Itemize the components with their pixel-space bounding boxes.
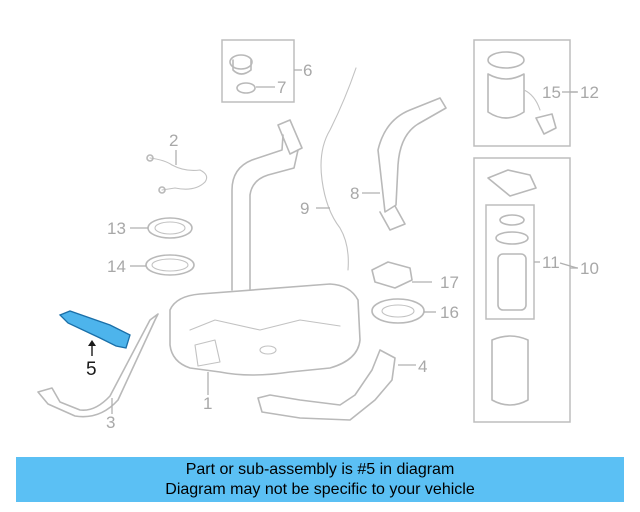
info-banner: Part or sub-assembly is #5 in diagram Di…	[16, 457, 624, 502]
callout-16: 16	[440, 303, 459, 322]
banner-line-2: Diagram may not be specific to your vehi…	[165, 480, 475, 498]
seal	[371, 298, 425, 324]
filler-head	[277, 119, 303, 155]
heat-shield	[257, 349, 396, 421]
tank-strap	[37, 313, 159, 418]
fuel-cap-group	[221, 39, 302, 103]
pump-sender	[535, 113, 557, 135]
callout-3: 3	[106, 413, 115, 432]
filler-neck	[231, 119, 303, 291]
part-1-fuel-tank	[169, 283, 361, 395]
callout-10: 10	[580, 259, 599, 278]
part-3-strap	[37, 313, 159, 418]
vent-line	[320, 67, 357, 271]
part-8-filler-pipe	[362, 97, 447, 231]
callout-5: 5	[86, 359, 97, 380]
part-4-heat-shield	[257, 349, 416, 421]
filter-group	[473, 157, 578, 423]
part-16-seal	[371, 298, 436, 324]
parts-diagram: 1 2 3 4 5 6 7 8 9 10 11 12 13 14 15 16 1…	[37, 39, 599, 432]
part-14-gasket	[130, 254, 195, 276]
filter-housing	[491, 335, 529, 406]
highlighted-bracket	[58, 310, 131, 349]
pump-module-box	[473, 39, 571, 147]
callout-12: 12	[580, 83, 599, 102]
filter-element	[497, 253, 527, 311]
sensor-wire	[149, 157, 208, 191]
fuel-cap-body	[232, 59, 252, 75]
callout-8: 8	[350, 184, 359, 203]
gasket	[145, 254, 195, 276]
callout-2: 2	[169, 131, 178, 150]
callout-1: 1	[203, 394, 212, 413]
callout-13: 13	[107, 219, 126, 238]
fuel-cap-box	[221, 39, 295, 103]
callout-7: 7	[277, 78, 286, 97]
filler-tube	[231, 134, 299, 291]
part-9-vent-line	[316, 67, 357, 271]
banner-line-1: Part or sub-assembly is #5 in diagram	[185, 460, 455, 478]
callout-9: 9	[300, 199, 309, 218]
fuel-cap	[229, 54, 253, 70]
callout-15: 15	[542, 83, 561, 102]
filter-outer-box	[473, 157, 571, 423]
filter-top	[487, 169, 537, 197]
pump-module-group	[473, 39, 578, 147]
part-13-lock-ring	[130, 217, 193, 239]
pump-canister	[487, 73, 525, 119]
callout-11: 11	[542, 253, 560, 272]
fuel-tank	[169, 283, 361, 376]
part-17-valve	[371, 261, 432, 289]
part-5-bracket	[58, 310, 131, 356]
callout-17: 17	[440, 273, 459, 292]
callout-6: 6	[303, 61, 312, 80]
callout-14: 14	[107, 257, 126, 276]
part-2-sensor	[146, 150, 208, 194]
callout-4: 4	[418, 357, 427, 376]
filler-pipe	[377, 97, 447, 213]
valve-body	[371, 261, 413, 289]
fuel-cap-seal	[236, 82, 256, 94]
